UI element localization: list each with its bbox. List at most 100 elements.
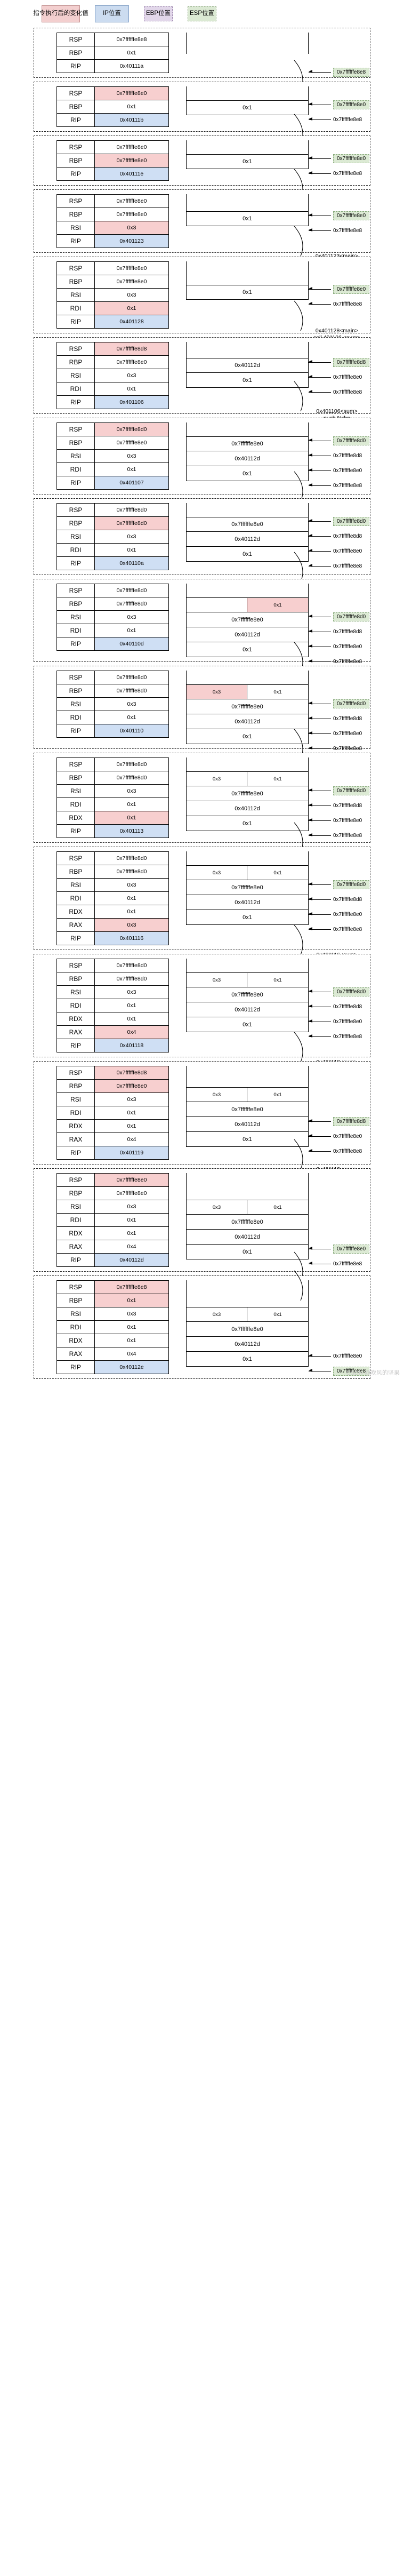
pointer-address-text: 0x7ffffffe8e0 (333, 211, 370, 220)
stack-cell-row: 0x40112d (186, 358, 309, 373)
address-pointer-label: 0x7ffffffe8e8 (309, 1032, 362, 1041)
pointer-address-text: 0x7ffffffe8d0 (333, 786, 370, 795)
pointer-address-text: 0x7ffffffe8d8 (333, 357, 370, 367)
stack-cell: 0x1 (273, 977, 282, 983)
pointer-address-text: 0x7ffffffe8d8 (333, 715, 362, 722)
address-pointer-label: 0x7ffffffe8d8 (309, 627, 362, 636)
esp-pointer-label: 0x7ffffffe8d8 (309, 357, 370, 367)
register-name: RSI (56, 449, 95, 463)
pointer-address-text: 0x7ffffffe8e8 (333, 658, 362, 665)
esp-pointer-label: 0x7ffffffe8e0 (309, 154, 370, 163)
register-value: 0x401128 (94, 315, 169, 329)
pointer-address-text: 0x7ffffffe8d8 (333, 628, 362, 635)
stack-right-rail (308, 194, 309, 226)
register-name: RSI (56, 221, 95, 235)
register-value: 0x1 (94, 1294, 169, 1307)
register-value: 0x3 (94, 288, 169, 302)
stack-cell: 0x40112d (235, 631, 260, 638)
register-name: RDI (56, 382, 95, 396)
pointer-address-text: 0x7ffffffe8e8 (333, 227, 362, 234)
stack-cell: 0x1 (273, 1311, 282, 1318)
pointer-address-text: 0x7ffffffe8d0 (333, 516, 370, 526)
arrow-icon (309, 833, 331, 836)
stack-cell-row: 0x7ffffffe8e0 (186, 987, 309, 1002)
pointer-address-text: 0x7ffffffe8d8 (333, 802, 362, 809)
register-value: 0x7ffffffe8e0 (94, 1173, 169, 1187)
stack-cell: 0x1 (247, 598, 308, 612)
stack-cell: 0x40112d (235, 1233, 260, 1240)
stack-cell: 0x1 (243, 289, 252, 296)
register-value: 0x7ffffffe8d0 (94, 771, 169, 785)
register-name: RDI (56, 891, 95, 905)
register-name: RBP (56, 597, 95, 611)
stack-top-space (186, 33, 309, 53)
register-name: RBP (56, 1186, 95, 1200)
register-name: RSI (56, 1200, 95, 1214)
pointer-address-text: 0x7ffffffe8e8 (333, 67, 370, 77)
register-value: 0x3 (94, 878, 169, 892)
register-name: RSI (56, 697, 95, 711)
register-value: 0x7ffffffe8d0 (94, 959, 169, 972)
register-value: 0x3 (94, 985, 169, 999)
register-value: 0x7ffffffe8e0 (94, 275, 169, 289)
register-name: RSP (56, 194, 95, 208)
register-name: RBP (56, 516, 95, 530)
stack-cell-row: 0x7ffffffe8e0 (186, 880, 309, 895)
register-value: 0x1 (94, 711, 169, 724)
address-pointer-label: 0x7ffffffe8e8 (309, 1147, 362, 1155)
register-value: 0x1 (94, 797, 169, 811)
esp-pointer-label: 0x7ffffffe8e0 (309, 1244, 370, 1254)
stack-cell-row: 0x7ffffffe8e0 (186, 436, 309, 451)
stack-cell-row: 0x1 (186, 373, 309, 388)
stack-cell: 0x40112d (235, 1006, 260, 1013)
connector-curve (293, 380, 307, 415)
stack-cell: 0x3 (187, 1088, 247, 1102)
stack-top-space (186, 584, 309, 597)
address-pointer-label: 0x7ffffffe8d8 (309, 895, 362, 904)
register-value: 0x7ffffffe8d8 (94, 1066, 169, 1080)
arrow-icon (309, 375, 331, 378)
legend-label-esp: ESP位置 (189, 10, 214, 17)
register-name: RBP (56, 972, 95, 986)
register-value: 0x3 (94, 610, 169, 624)
register-name: RSP (56, 1066, 95, 1080)
pointer-address-text: 0x7ffffffe8d8 (333, 452, 362, 459)
address-pointer-label: 0x7ffffffe8e8 (309, 226, 362, 235)
esp-pointer-label: 0x7ffffffe8d0 (309, 612, 370, 621)
stack-cell-row: 0x1 (186, 285, 309, 300)
pointer-address-text: 0x7ffffffe8d0 (333, 987, 370, 996)
pointer-address-text: 0x7ffffffe8e8 (333, 563, 362, 569)
